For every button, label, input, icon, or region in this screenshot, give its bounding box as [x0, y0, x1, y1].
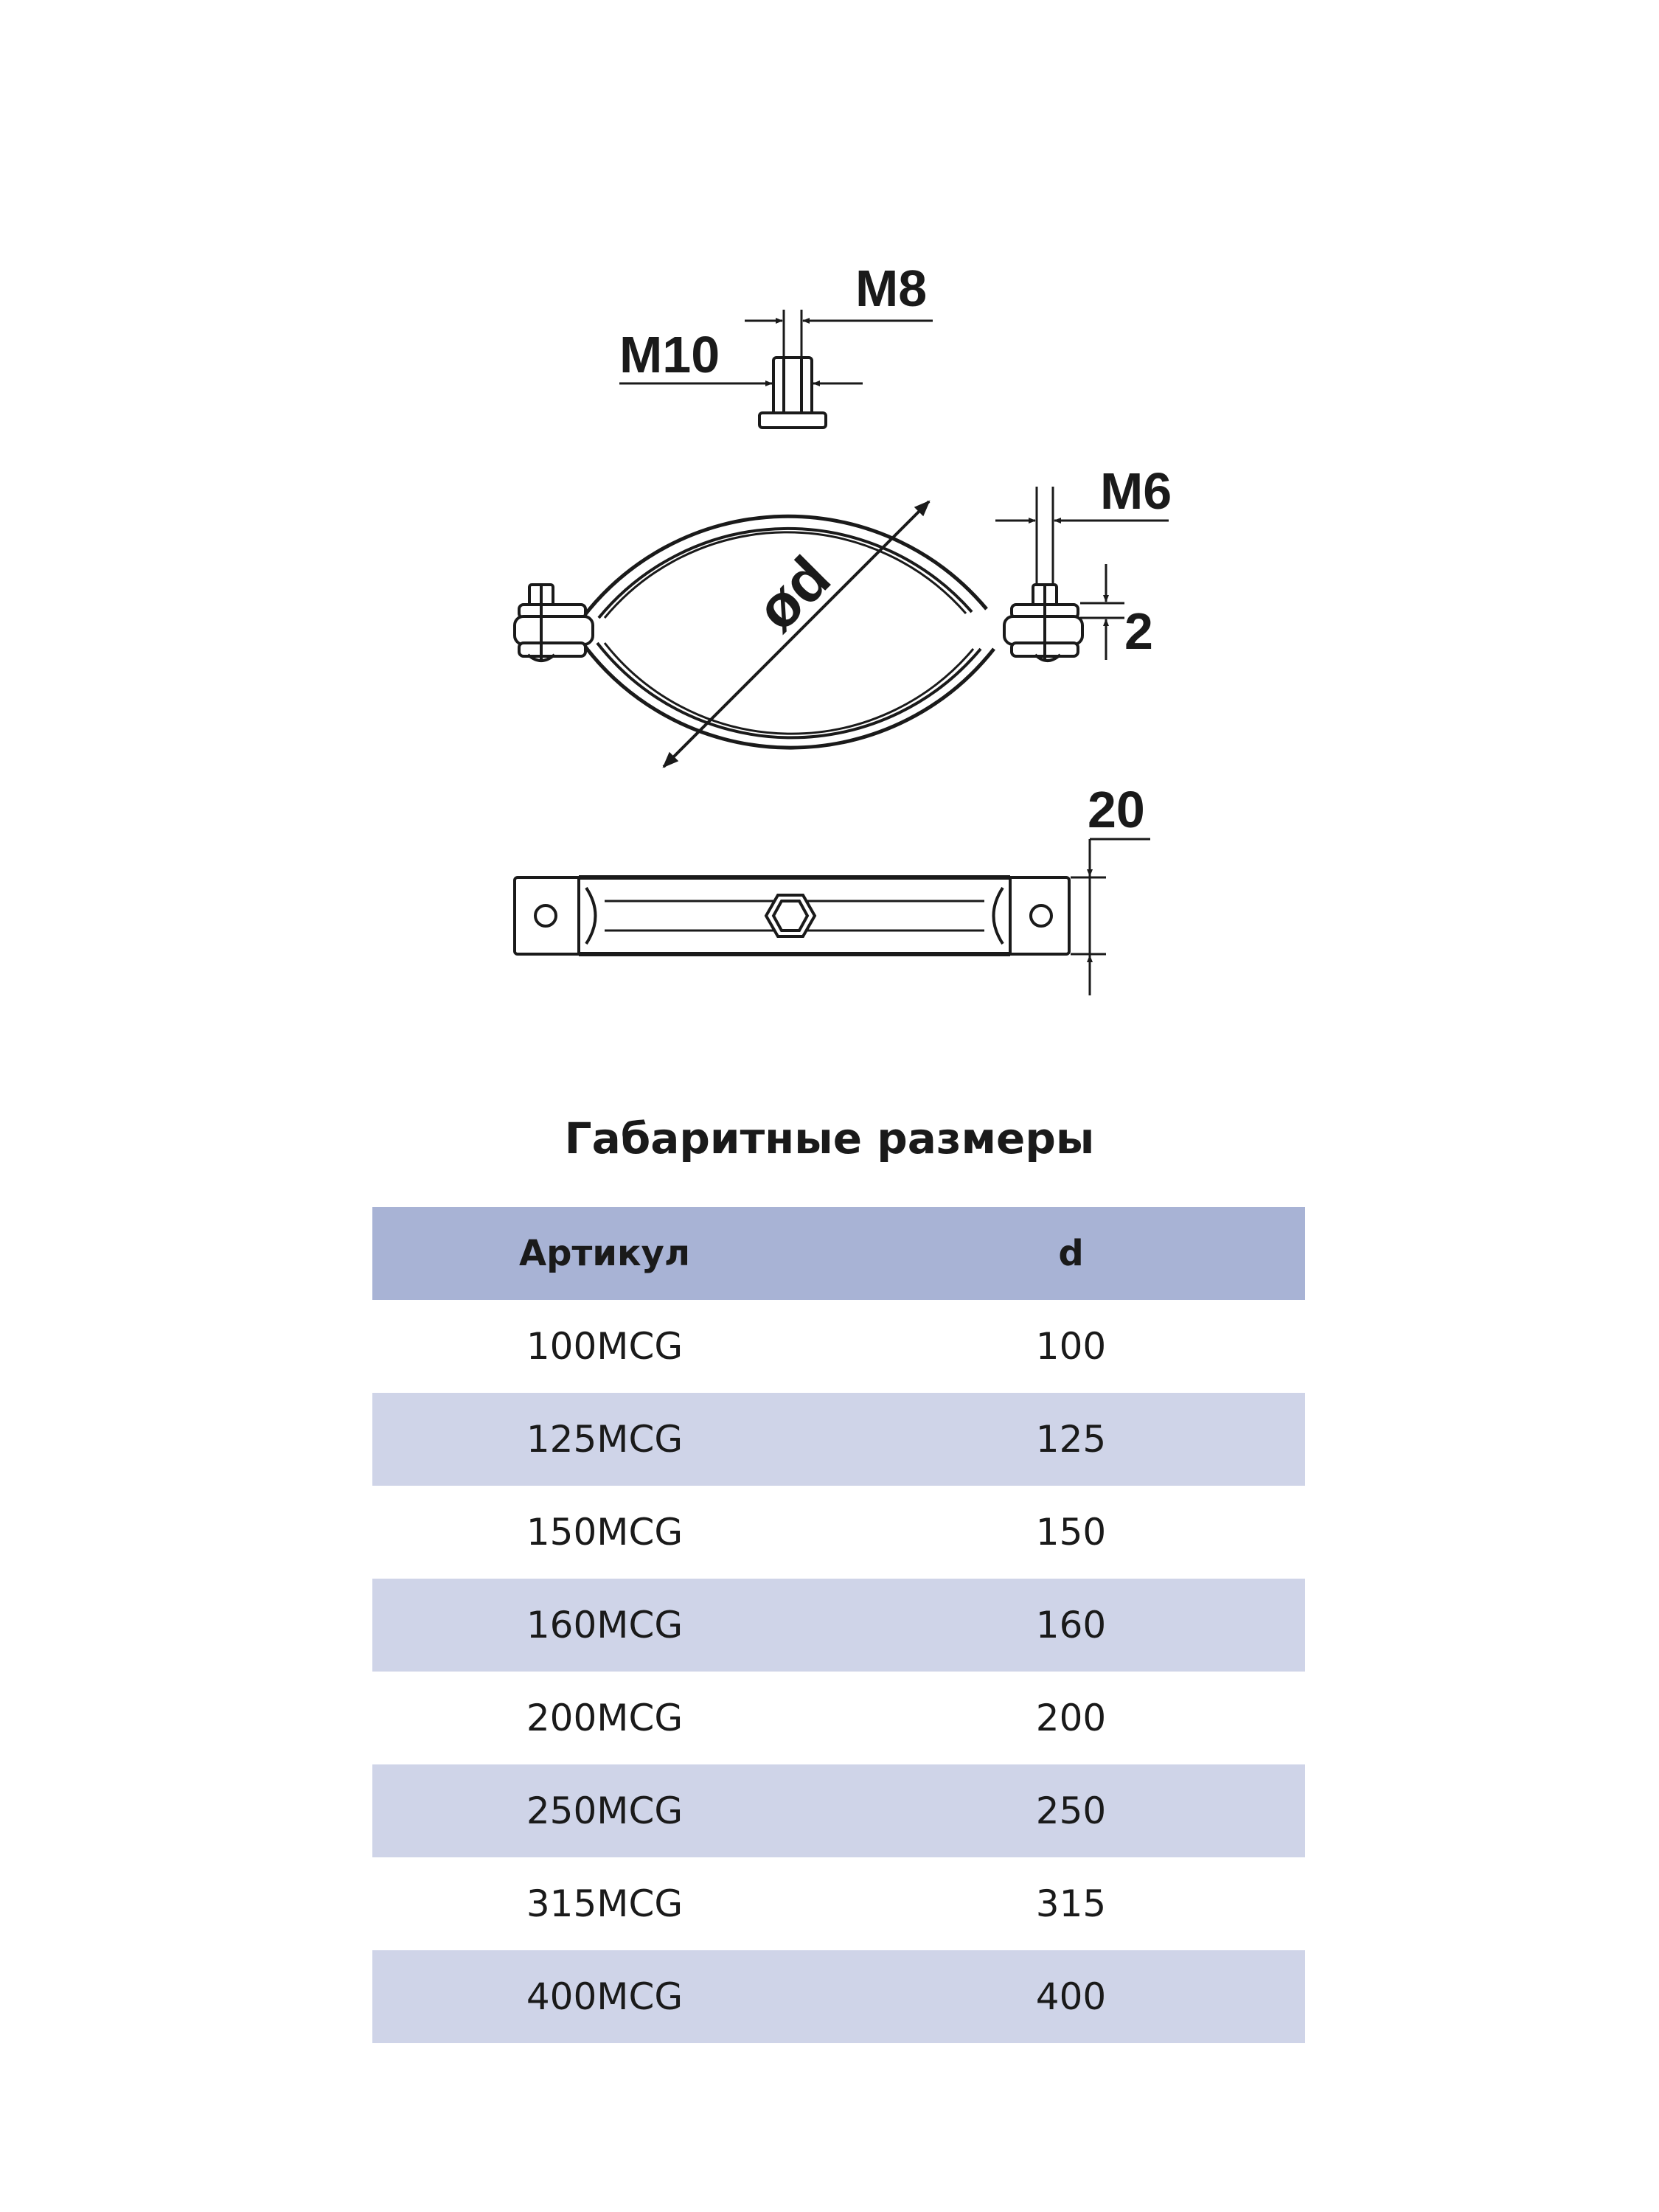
header-article: Артикул — [519, 1233, 690, 1274]
clamp-strip-view — [513, 875, 1071, 956]
m10-label: M10 — [619, 326, 720, 383]
cell-article: 160MCG — [526, 1604, 684, 1646]
cell-article: 150MCG — [526, 1511, 684, 1554]
cell-d: 125 — [1035, 1418, 1107, 1461]
cell-d: 315 — [1035, 1882, 1107, 1925]
cell-d: 100 — [1035, 1325, 1107, 1368]
cell-d: 400 — [1035, 1975, 1107, 2018]
m8-label: M8 — [855, 260, 927, 317]
table-header-row: Артикул d — [372, 1207, 1305, 1300]
cell-article: 315MCG — [526, 1882, 684, 1925]
cell-article: 125MCG — [526, 1418, 684, 1461]
cell-d: 250 — [1035, 1790, 1107, 1832]
cell-article: 250MCG — [526, 1790, 684, 1832]
header-d: d — [1058, 1233, 1084, 1274]
cell-d: 200 — [1035, 1697, 1107, 1739]
table-title: Габаритные размеры — [564, 1113, 1095, 1164]
table-row: 150MCG 150 — [372, 1486, 1305, 1579]
dimensions-table: Артикул d 100MCG 100 125MCG 125 150MCG 1… — [372, 1207, 1305, 2043]
cell-article: 100MCG — [526, 1325, 684, 1368]
cell-d: 150 — [1035, 1511, 1107, 1554]
table-row: 315MCG 315 — [372, 1857, 1305, 1950]
table-row: 125MCG 125 — [372, 1393, 1305, 1486]
table-row: 100MCG 100 — [372, 1300, 1305, 1393]
cell-article: 400MCG — [526, 1975, 684, 2018]
table-row: 400MCG 400 — [372, 1950, 1305, 2043]
dimension-lines — [619, 310, 1169, 768]
width-label: 20 — [1088, 781, 1145, 838]
cell-d: 160 — [1035, 1604, 1107, 1646]
table-row: 250MCG 250 — [372, 1764, 1305, 1857]
thickness-label: 2 — [1124, 602, 1153, 660]
table-row: 200MCG 200 — [372, 1672, 1305, 1764]
table-row: 160MCG 160 — [372, 1579, 1305, 1672]
diameter-label: ød — [743, 544, 843, 644]
clamp-technical-drawing: M8 M10 M6 ød 2 20 — [513, 260, 1172, 995]
width-dimension — [1071, 838, 1150, 995]
m6-label: M6 — [1100, 462, 1172, 520]
cell-article: 200MCG — [526, 1697, 684, 1739]
